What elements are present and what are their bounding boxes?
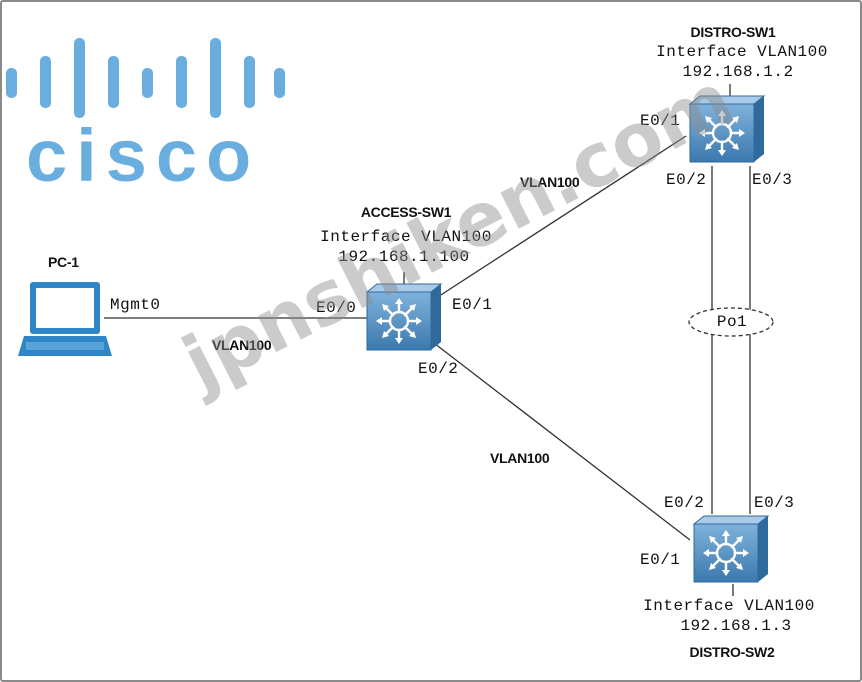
logo-bar bbox=[244, 56, 255, 108]
logo-bar bbox=[210, 38, 221, 118]
port-channel-ellipse bbox=[688, 307, 774, 337]
logo-bar bbox=[274, 68, 285, 98]
distro-sw1-port-e02: E0/2 bbox=[666, 171, 707, 189]
access-port-e00: E0/0 bbox=[316, 299, 357, 317]
logo-bar bbox=[40, 56, 51, 108]
distro-sw2-icon bbox=[692, 514, 770, 584]
distro-sw1-interface: Interface VLAN100 bbox=[656, 43, 828, 61]
distro-sw1-ip: 192.168.1.2 bbox=[682, 63, 794, 81]
port-channel-label: Po1 bbox=[716, 313, 748, 331]
pc-port-label: Mgmt0 bbox=[110, 296, 161, 314]
link-label-access-distro1: VLAN100 bbox=[520, 174, 580, 190]
access-switch-icon bbox=[365, 282, 443, 352]
pc-name: PC-1 bbox=[48, 254, 79, 270]
access-switch-name: ACCESS-SW1 bbox=[360, 204, 452, 220]
link-label-access-distro2: VLAN100 bbox=[490, 450, 550, 466]
logo-bar bbox=[108, 56, 119, 108]
distro-sw1-icon bbox=[688, 94, 766, 164]
logo-bar bbox=[6, 68, 17, 98]
distro-sw1-name: DISTRO-SW1 bbox=[690, 24, 776, 40]
logo-bar bbox=[74, 38, 85, 118]
access-port-e01: E0/1 bbox=[452, 296, 493, 314]
distro-sw1-port-e03: E0/3 bbox=[752, 171, 793, 189]
distro-sw2-name: DISTRO-SW2 bbox=[689, 644, 775, 660]
access-switch-ip: 192.168.1.100 bbox=[338, 248, 470, 266]
distro-sw2-interface: Interface VLAN100 bbox=[643, 597, 815, 615]
distro-sw2-port-e02: E0/2 bbox=[664, 494, 705, 512]
link-access-distro1 bbox=[429, 135, 687, 303]
link-label-pc-access: VLAN100 bbox=[212, 337, 272, 353]
logo-bar bbox=[176, 56, 187, 108]
access-switch-interface: Interface VLAN100 bbox=[320, 228, 492, 246]
logo-bar bbox=[142, 68, 153, 98]
cisco-logo-text: cisco bbox=[26, 114, 261, 197]
access-port-e02: E0/2 bbox=[418, 360, 459, 378]
distro-sw2-port-e01: E0/1 bbox=[640, 551, 681, 569]
distro-sw2-ip: 192.168.1.3 bbox=[680, 617, 792, 635]
link-access-distro2 bbox=[429, 339, 691, 541]
distro-sw2-port-e03: E0/3 bbox=[754, 494, 795, 512]
distro-sw1-port-e01: E0/1 bbox=[640, 112, 681, 130]
laptop-icon bbox=[18, 282, 112, 356]
